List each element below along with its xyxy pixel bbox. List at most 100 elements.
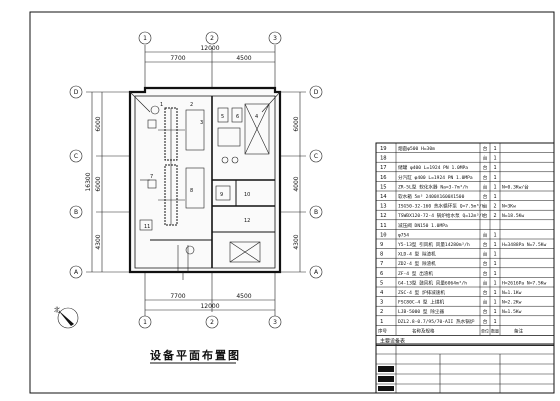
table-row-no: 6 — [380, 271, 383, 277]
north-label: 北 — [54, 306, 60, 314]
table-row-unit: 台 — [483, 155, 488, 162]
table-row-no: 8 — [380, 252, 383, 258]
table-row-qty: 1 — [493, 271, 496, 277]
table-title: 主要设备表 — [380, 337, 405, 344]
table-row-no: 5 — [380, 280, 383, 286]
table-row-qty: 1 — [493, 156, 496, 162]
dim-right-seg-2: 4000 — [293, 176, 300, 191]
equip-label-6: 6 — [236, 114, 239, 120]
dim-top-total: 12000 — [200, 45, 219, 52]
table-row-name: FSC80C-4 型 上煤机 — [398, 299, 444, 306]
table-row-qty: 1 — [493, 290, 496, 296]
right-grid-bubbles: D C B A — [309, 85, 323, 279]
table-row-name: 烟囱φ500 H=30m — [398, 145, 435, 152]
table-row-name: ZF-4 型 出渣机 — [398, 270, 433, 277]
table-row-unit: 台 — [483, 270, 488, 277]
table-row-unit: 台 — [483, 279, 488, 286]
table-row-qty: 1 — [493, 175, 496, 181]
table-row-no: 13 — [380, 204, 387, 210]
grid-bubble-left-b: B — [74, 209, 78, 216]
table-row-note: N=1.5Kw — [502, 309, 522, 315]
table-row-name: Y5-13型 引风机 风量14280m³/h — [398, 241, 470, 248]
table-row-unit: 台 — [483, 193, 488, 200]
table-row-name: TSWBX120-72-4 锅炉给水泵 Q=12m³/h — [398, 212, 485, 219]
table-row-unit: 台 — [483, 318, 488, 325]
table-row-note: H=2616Pa N=7.5Kw — [502, 280, 546, 286]
table-row-no: 1 — [380, 319, 383, 325]
grid-bubble-top-1: 1 — [143, 35, 147, 42]
dim-bottom-seg-1: 7700 — [170, 293, 185, 300]
dim-left-seg-1: 6000 — [95, 116, 102, 131]
table-row-name: ZR-5L型 软化水器 Na=3-7m³/h — [398, 183, 468, 190]
equip-label-10: 10 — [244, 192, 250, 198]
table-header-qty: 数量 — [491, 327, 499, 333]
table-row-unit: 台 — [483, 289, 488, 296]
building-outline — [128, 86, 282, 274]
equip-label-4: 4 — [255, 114, 258, 120]
table-row-name: 分汽缸 φ400 L=1924 PN 1.0MPa — [398, 174, 473, 181]
table-row-no: 12 — [380, 213, 387, 219]
bottom-dimensions: 7700 4500 12000 — [144, 272, 276, 316]
table-row-name: 软水箱 5m³ 2400X1600X1500 — [398, 193, 465, 200]
table-row-name: 减压阀 DN150 1.0MPa — [398, 222, 448, 229]
top-dimensions: 12000 7700 4500 — [144, 45, 276, 92]
table-row-name: ISG50-32-160 热水循环泵 Q=7.5m³/h — [398, 203, 485, 210]
dim-right-seg-3: 4300 — [293, 234, 300, 249]
table-row-unit: 台 — [483, 251, 488, 258]
grid-bubble-bottom-3: 3 — [273, 319, 277, 326]
grid-bubble-right-d: D — [314, 89, 319, 96]
room-labels: 1 2 3 4 5 6 7 8 9 10 11 12 — [144, 102, 258, 230]
table-row-unit: 台 — [483, 299, 488, 306]
table-row-name: 储罐 φ400 L=1924 PN 1.0MPa — [398, 164, 468, 171]
grid-bubble-left-c: C — [74, 153, 78, 160]
table-row-no: 2 — [380, 309, 383, 315]
table-row-no: 11 — [380, 223, 387, 229]
dim-top-seg-1: 7700 — [170, 55, 185, 62]
table-header-no: 序号 — [378, 327, 387, 334]
equip-label-9: 9 — [220, 192, 223, 198]
grid-bubble-top-2: 2 — [210, 35, 214, 42]
table-row-name: G4-13型 鼓风机 风量6064m³/h — [398, 279, 467, 286]
table-row-qty: 1 — [493, 309, 496, 315]
table-row-name: φ754 — [398, 232, 409, 238]
table-border — [375, 142, 555, 346]
table-row-no: 17 — [380, 165, 387, 171]
table-row-no: 19 — [380, 146, 387, 152]
grid-bubble-bottom-2: 2 — [210, 319, 214, 326]
table-row-note: N=3Kw — [502, 204, 516, 210]
dim-left-seg-3: 4300 — [95, 234, 102, 249]
grid-bubble-right-c: C — [314, 153, 318, 160]
table-row-no: 14 — [380, 194, 387, 200]
dim-bottom-total: 12000 — [200, 303, 219, 310]
table-row-qty: 1 — [493, 165, 496, 171]
left-dimensions: 16300 6000 6000 4300 — [85, 91, 130, 273]
grid-bubble-bottom-1: 1 — [143, 319, 147, 326]
table-row-unit: 台 — [483, 145, 488, 152]
table-row-qty: 1 — [493, 184, 496, 190]
left-grid-bubbles: D C B A — [69, 85, 83, 279]
table-row-unit: 台 — [483, 203, 488, 210]
table-row-no: 15 — [380, 184, 387, 190]
table-row-no: 18 — [380, 156, 387, 162]
table-row-qty: 1 — [493, 194, 496, 200]
dim-left-total: 16300 — [85, 172, 92, 191]
dim-bottom-seg-2: 4500 — [236, 293, 251, 300]
table-row-no: 10 — [380, 232, 387, 238]
dim-top-seg-2: 4500 — [236, 55, 251, 62]
table-row-qty: 1 — [493, 319, 496, 325]
table-row-name: LJB-5000 型 除尘器 — [398, 308, 444, 315]
table-row-unit: 台 — [483, 164, 488, 171]
table-row-unit: 台 — [483, 241, 488, 248]
grid-bubble-left-a: A — [74, 269, 79, 276]
table-row-note: H=3488Pa N=7.5Kw — [502, 242, 546, 248]
table-header-unit: 单位 — [481, 327, 489, 333]
table-row-no: 16 — [380, 175, 387, 181]
table-row-qty: 1 — [493, 280, 496, 286]
right-dimensions: 6000 4000 4300 — [280, 91, 306, 273]
table-row-unit: 台 — [483, 183, 488, 190]
table-row-unit: 台 — [483, 260, 488, 267]
table-row-qty: 2 — [493, 213, 496, 219]
grid-bubble-right-b: B — [314, 209, 318, 216]
table-row-qty: 1 — [493, 300, 496, 306]
table-row-unit: 台 — [483, 174, 488, 181]
